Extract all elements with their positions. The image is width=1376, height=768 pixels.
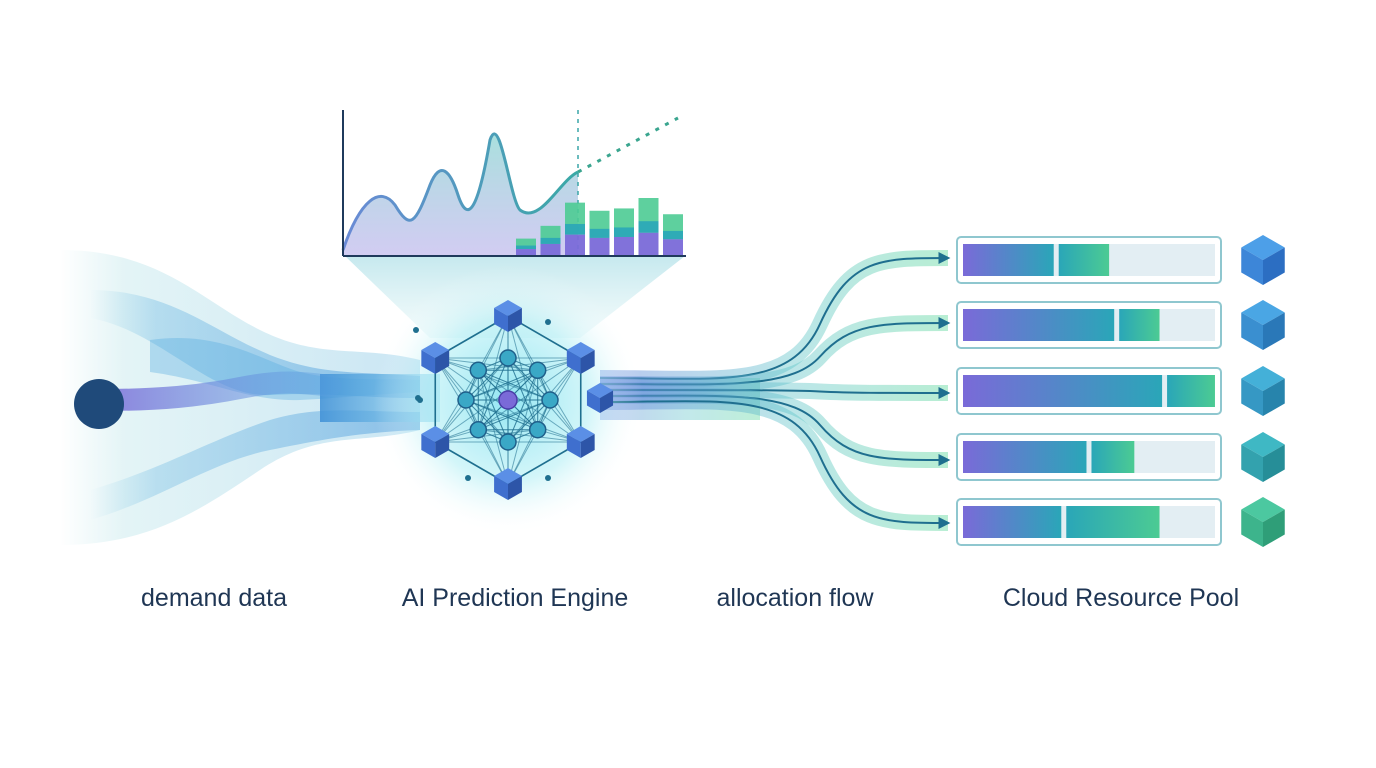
resource-fill-secondary [1058, 244, 1110, 276]
forecast-bars [516, 198, 683, 256]
network-dot [415, 395, 421, 401]
network-cube-node [421, 342, 450, 374]
flow-arrow [599, 400, 951, 529]
resource-pool [956, 235, 1285, 547]
resource-fill-primary [963, 244, 1054, 276]
resource-row [956, 432, 1285, 482]
forecast-bar [516, 238, 536, 256]
network-cube-node [566, 342, 595, 374]
network-node [499, 349, 517, 367]
resource-row [956, 300, 1285, 350]
network-cube-node [494, 468, 522, 500]
resource-fill-secondary [1167, 375, 1215, 407]
network-node [499, 433, 517, 451]
network-node [469, 361, 488, 380]
resource-fill-primary [963, 309, 1115, 341]
network-node [457, 391, 475, 409]
resource-cube-icon [1241, 235, 1285, 285]
resource-cube-icon [1241, 497, 1285, 547]
network-node [469, 420, 488, 439]
network-dot [465, 475, 471, 481]
label-allocation-flow: allocation flow [716, 584, 874, 612]
forecast-bar [589, 210, 610, 256]
resource-fill-secondary [1119, 309, 1160, 341]
network-cube-node [566, 426, 595, 458]
resource-fill-secondary [1066, 506, 1160, 538]
forecast-curve [341, 132, 579, 251]
resource-cube-icon [1241, 300, 1285, 350]
resource-cube-icon [1241, 366, 1285, 416]
network-cube-node [586, 383, 614, 413]
resource-cube-icon [1241, 432, 1285, 482]
network-cube-node [421, 426, 450, 458]
network-dot [413, 327, 419, 333]
forecast-bar [614, 208, 634, 256]
forecast-bar [663, 214, 683, 256]
resource-fill-secondary [1091, 441, 1135, 473]
source-node-icon [74, 379, 124, 429]
allocation-flow [599, 250, 951, 531]
label-demand-data: demand data [141, 584, 287, 612]
label-cloud-resource-pool: Cloud Resource Pool [1002, 584, 1240, 612]
network-dot [545, 319, 551, 325]
resource-fill-primary [963, 441, 1087, 473]
neural-network-icon [413, 300, 614, 500]
network-node [528, 361, 547, 380]
resource-fill-primary [963, 375, 1163, 407]
resource-row [956, 497, 1285, 547]
forecast-bar [540, 225, 561, 256]
network-cube-node [494, 300, 522, 332]
resource-row [956, 366, 1285, 416]
purple-stream [89, 371, 341, 411]
network-node [541, 391, 559, 409]
resource-row [956, 235, 1285, 285]
network-node [528, 420, 547, 439]
forecast-area [343, 133, 578, 255]
network-core-node [498, 390, 518, 410]
forecast-bar [638, 198, 659, 256]
projection-line [577, 116, 679, 174]
ai-engine [373, 265, 643, 535]
network-dot [545, 475, 551, 481]
label-ai-prediction-engine: AI Prediction Engine [401, 584, 629, 612]
stream-band-upper [90, 290, 420, 398]
forecast-bar [565, 202, 585, 256]
resource-fill-primary [963, 506, 1062, 538]
